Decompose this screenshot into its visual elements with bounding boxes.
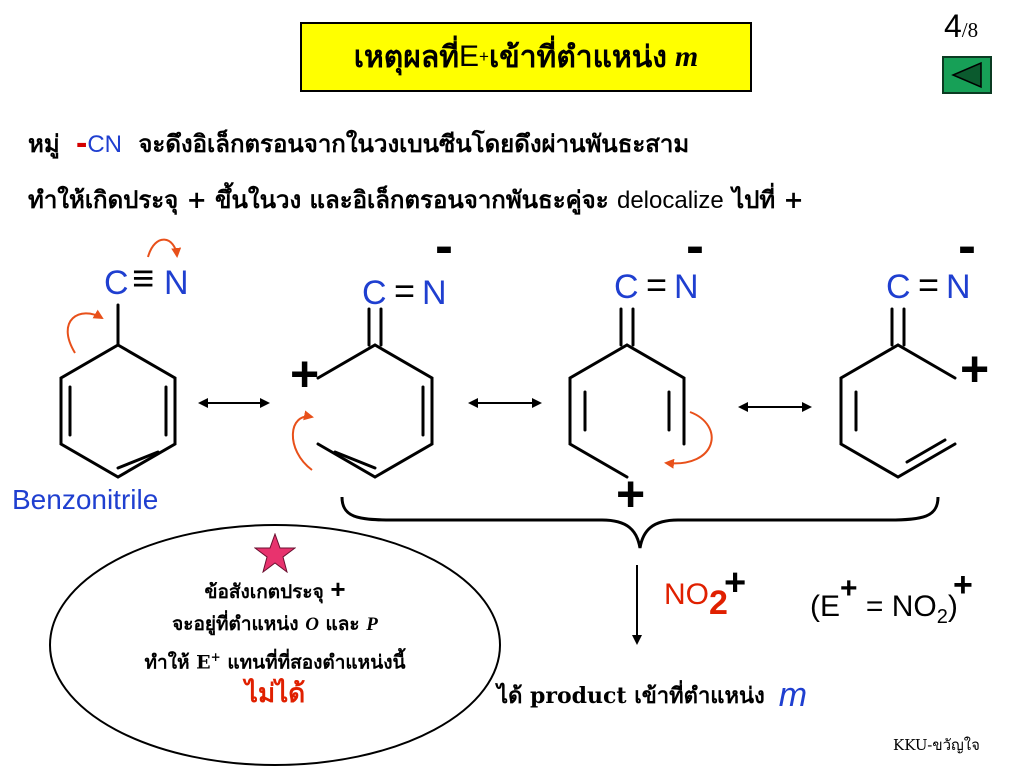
description-line-1: หมู่ -CN จะดึงอิเล็กตรอนจากในวงเบนซีนโดย… xyxy=(28,124,689,163)
page-current: 4 xyxy=(944,8,962,44)
reagent-sub: 2 xyxy=(709,584,728,622)
result-label: ได้ product เข้าที่ตำแหน่ง xyxy=(497,683,765,709)
note-plus: + xyxy=(330,574,346,604)
title-suffix: เข้าที่ตำแหน่ง xyxy=(488,39,667,75)
result-m: m xyxy=(778,676,808,714)
eq-open: (E xyxy=(810,590,840,623)
slide-title: เหตุผลที่ E+ เข้าที่ตำแหน่ง m xyxy=(300,22,752,92)
eq-no2-charge: + xyxy=(953,566,973,604)
back-button[interactable] xyxy=(942,56,992,94)
result-text: ได้ product เข้าที่ตำแหน่ง m xyxy=(497,676,807,715)
observation-note: ข้อสังเกตประจุ + จะอยู่ที่ตำแหน่ง O และ … xyxy=(50,525,500,765)
note-e: E xyxy=(196,651,211,674)
note-line-1-text: ข้อสังเกตประจุ xyxy=(204,581,324,603)
eq-close: ) xyxy=(947,590,958,623)
note-line-3-suffix: แทนที่ที่สองตำแหน่งนี้ xyxy=(227,651,406,674)
eq-mid: = NO xyxy=(857,590,937,623)
group-brace xyxy=(340,496,940,549)
title-m: m xyxy=(674,40,699,73)
title-charge: + xyxy=(479,47,489,66)
note-and: และ xyxy=(325,613,360,635)
line2-delocalize: delocalize xyxy=(616,187,724,214)
title-e: E xyxy=(458,40,479,73)
eq-sub: 2 xyxy=(936,606,948,628)
note-line-3: ทำให้ E+ แทนที่ที่สองตำแหน่งนี้ xyxy=(50,641,500,678)
electron-arrow-3 xyxy=(291,410,314,471)
note-line-1: ข้อสังเกตประจุ + xyxy=(50,573,500,608)
line2-part2: ไปที่ + xyxy=(732,185,804,214)
benzonitrile-label: Benzonitrile xyxy=(12,484,159,515)
reagent-charge: + xyxy=(724,562,747,604)
line2-part1: ทำให้เกิดประจุ + ขึ้นในวง และอิเล็กตรอนจ… xyxy=(28,185,609,214)
electron-arrow-1 xyxy=(66,309,104,354)
electrophile-equation: (E+ = NO2) + xyxy=(810,566,973,629)
electron-arrow-4 xyxy=(664,411,713,469)
structure-3-ring xyxy=(568,307,686,479)
line1-text: จะดึงอิเล็กตรอนจากในวงเบนซีนโดยดึงผ่านพั… xyxy=(138,129,690,158)
back-triangle-icon xyxy=(951,61,982,89)
note-e-charge: + xyxy=(210,650,221,664)
note-line-4: ไม่ได้ xyxy=(244,679,306,710)
line1-cn: CN xyxy=(87,131,122,158)
structure-2-ring xyxy=(316,307,434,479)
page-indicator: 4/8 xyxy=(944,8,978,45)
credit-text: KKU-ขวัญใจ xyxy=(893,736,980,754)
note-line-3-prefix: ทำให้ xyxy=(144,651,190,674)
description-line-2: ทำให้เกิดประจุ + ขึ้นในวง และอิเล็กตรอนจ… xyxy=(28,180,804,219)
structure-1-ring xyxy=(59,303,177,479)
page-total: /8 xyxy=(961,18,979,42)
reagent-no2: NO2 + xyxy=(664,562,746,622)
electron-arrow-2 xyxy=(147,238,182,258)
line1-prefix: หมู่ xyxy=(28,129,60,158)
note-line-2-text: จะอยู่ที่ตำแหน่ง xyxy=(172,613,299,635)
note-ortho: O xyxy=(305,614,319,635)
line1-dash: - xyxy=(76,124,88,162)
note-para: P xyxy=(366,614,378,635)
star-icon xyxy=(254,533,296,573)
structure-4-ring xyxy=(839,307,957,479)
note-ellipse xyxy=(49,524,501,766)
note-line-2: จะอยู่ที่ตำแหน่ง O และ P xyxy=(50,608,500,641)
title-prefix: เหตุผลที่ xyxy=(353,39,459,75)
reagent-base: NO xyxy=(664,578,709,611)
eq-charge: + xyxy=(840,572,858,605)
